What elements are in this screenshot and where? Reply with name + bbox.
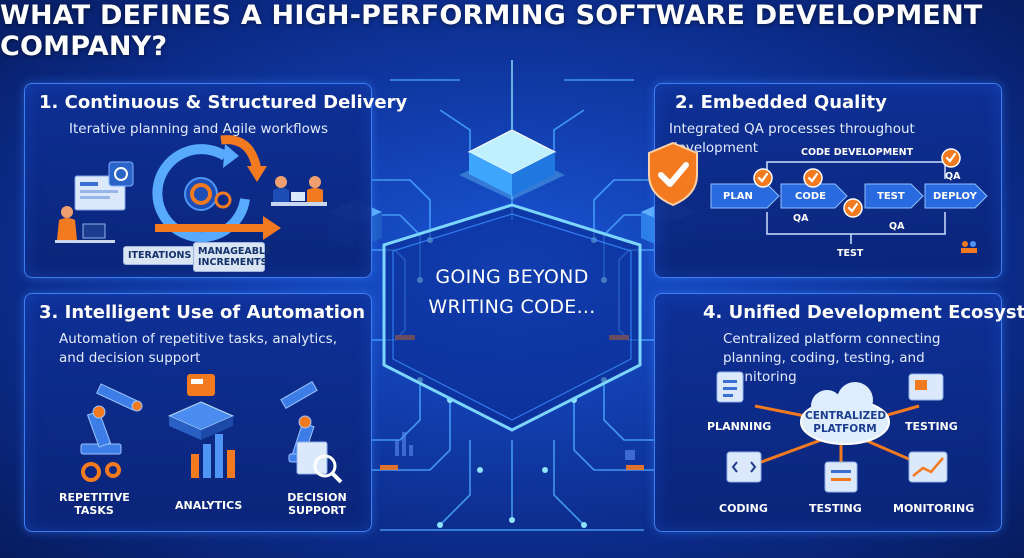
shield-check-icon xyxy=(648,141,698,207)
iterations-label: ITERATIONS xyxy=(123,246,197,265)
panel-subtitle: Iterative planning and Agile workflows xyxy=(69,121,329,137)
center-line-1: GOING BEYOND xyxy=(435,266,589,288)
checklist-icon xyxy=(824,461,858,493)
increments-label: MANAGEABLE INCREMENTS xyxy=(193,242,272,272)
panel-title: 3. Intelligent Use of Automation xyxy=(39,302,366,323)
center-caption: GOING BEYOND WRITING CODE... xyxy=(412,262,612,322)
monitoring-chart-icon xyxy=(908,451,948,483)
center-line-2: WRITING CODE... xyxy=(428,296,596,318)
code-development-label: CODE DEVELOPMENT xyxy=(801,147,914,158)
agile-cycle-illustration xyxy=(55,135,327,243)
hub-label: CENTRALIZED PLATFORM xyxy=(805,410,887,435)
analytics-label: ANALYTICS xyxy=(175,499,243,512)
panel-title: 4. Unified Development Ecosystem xyxy=(703,302,1024,323)
planning-label: PLANNING xyxy=(707,420,772,433)
panel-continuous-delivery: 1. Continuous & Structured Delivery Iter… xyxy=(24,83,407,278)
automation-illustration xyxy=(80,374,343,484)
person-at-desk-icon xyxy=(55,206,115,243)
monitoring-label: MONITORING xyxy=(893,502,975,515)
panel-title: 2. Embedded Quality xyxy=(675,92,887,113)
qa-label-top: QA xyxy=(945,171,961,182)
coding-label: CODING xyxy=(719,502,768,515)
panel-subtitle: Centralized platform connecting planning… xyxy=(723,331,941,385)
repetitive-tasks-label: REPETITIVE TASKS xyxy=(59,491,130,517)
testing-top-label: TESTING xyxy=(905,420,958,433)
clipboard-icon xyxy=(716,371,744,403)
magnifier-icon xyxy=(296,441,343,484)
analytics-bars-icon xyxy=(191,434,235,478)
page-title: WHAT DEFINES A HIGH-PERFORMING SOFTWARE … xyxy=(0,0,983,62)
people-icon xyxy=(961,241,977,253)
plan-label: PLAN xyxy=(723,191,753,202)
increments-arrow-icon xyxy=(155,216,281,240)
ecosystem-hub-diagram xyxy=(716,371,948,493)
glowing-chip-icon xyxy=(459,60,565,200)
code-icon xyxy=(726,451,762,483)
qa-label-code: QA xyxy=(793,213,809,224)
cloud-icon xyxy=(800,382,890,445)
gear-icon xyxy=(108,161,134,187)
panel-subtitle: Automation of repetitive tasks, analytic… xyxy=(59,331,337,366)
test-screen-icon xyxy=(908,373,944,401)
test-bottom-label: TEST xyxy=(837,248,864,259)
panel-automation: 3. Intelligent Use of Automation Automat… xyxy=(24,293,372,532)
test-label: TEST xyxy=(877,191,905,202)
team-meeting-icon xyxy=(271,176,327,206)
code-label: CODE xyxy=(795,191,826,202)
ai-chip-icon xyxy=(167,374,235,440)
deploy-label: DEPLOY xyxy=(933,191,977,202)
panel-subtitle: Integrated QA processes throughout devel… xyxy=(669,121,915,156)
panel-unified-ecosystem: 4. Unified Development Ecosystem Central… xyxy=(654,293,1024,532)
qa-pipeline-diagram xyxy=(710,148,988,253)
panel-embedded-quality: 2. Embedded Quality Integrated QA proces… xyxy=(648,83,1002,278)
decision-support-label: DECISION SUPPORT xyxy=(287,491,347,517)
gear-icon xyxy=(81,462,121,482)
iteration-cycle-icon xyxy=(152,135,267,243)
qa-label-test: QA xyxy=(889,221,905,232)
panel-title: 1. Continuous & Structured Delivery xyxy=(39,92,408,113)
testing-bottom-label: TESTING xyxy=(809,502,862,515)
robot-arm-icon xyxy=(80,383,143,455)
